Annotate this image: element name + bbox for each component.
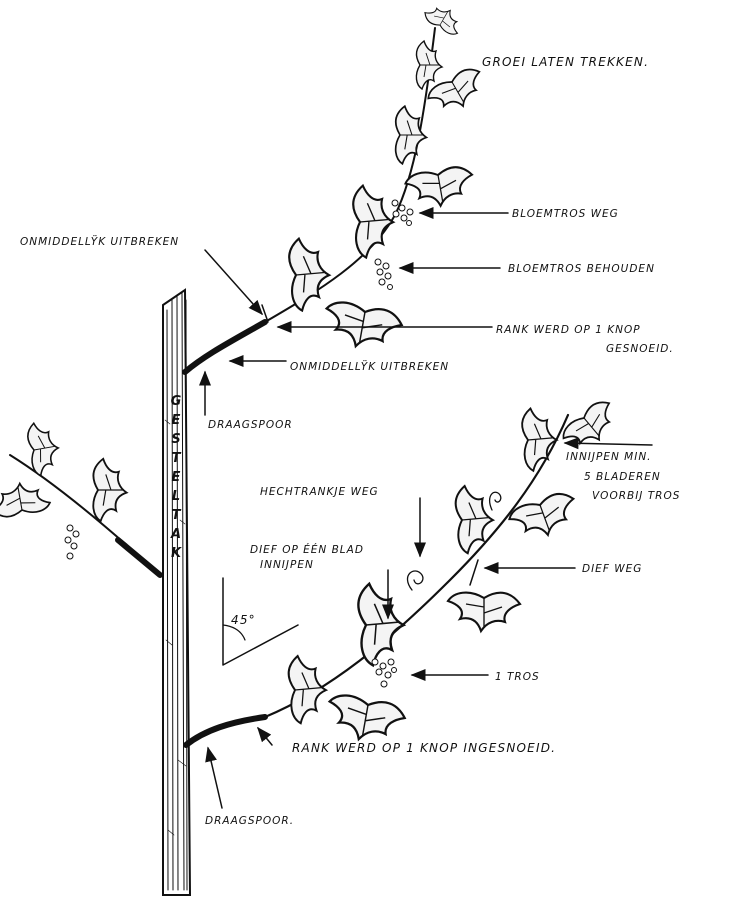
leaf-icon <box>351 183 396 258</box>
arrow-draagspoor-bottom <box>208 748 222 808</box>
label-rank-knop-2: GESNOEID. <box>606 343 674 355</box>
leaf-icon <box>422 0 466 37</box>
lower-shoot <box>186 396 623 746</box>
grape-cluster-icon <box>65 525 79 559</box>
label-draagspoor-bottom: DRAAGSPOOR. <box>205 815 294 827</box>
label-dief-blad-1: DIEF OP ÉÉN BLAD <box>250 543 364 556</box>
arrow-rank-ingesnoeid <box>258 728 272 745</box>
label-een-tros: 1 TROS <box>495 671 540 683</box>
label-rank-knop-1: RANK WERD OP 1 KNOP <box>496 324 641 336</box>
angle-label: 45° <box>231 613 256 627</box>
annotation-arrows <box>205 213 652 808</box>
angle-indicator: 45° <box>223 578 298 665</box>
leaf-icon <box>356 581 407 666</box>
label-innijpen-2: 5 BLADEREN <box>584 471 661 483</box>
grape-cluster-icon <box>375 259 393 290</box>
left-branch <box>0 420 160 575</box>
leaf-icon <box>507 489 582 546</box>
tendril-icon <box>490 492 501 510</box>
label-onmiddellijk-top: ONMIDDELLŸK UITBREKEN <box>20 235 179 248</box>
upper-shoot <box>185 0 490 372</box>
tendril-icon <box>407 571 422 590</box>
trunk-label-letter: L <box>172 489 180 504</box>
label-dief-weg: DIEF WEG <box>582 563 642 575</box>
grape-cluster-icon <box>372 659 397 687</box>
leaf-icon <box>404 164 476 211</box>
label-innijpen-3: VOORBIJ TROS <box>592 490 680 502</box>
leaf-icon <box>324 693 407 747</box>
label-innijpen-1: INNIJPEN MIN. <box>566 451 652 463</box>
trunk-label-letter: E <box>172 470 181 485</box>
label-bloemtros-weg: BLOEMTROS WEG <box>512 208 619 220</box>
label-dief-blad-2: INNIJPEN <box>260 559 314 571</box>
leaf-icon <box>396 106 427 164</box>
label-draagspoor-top: DRAAGSPOOR <box>208 419 293 431</box>
arrow-onmiddellijk-top <box>205 250 262 314</box>
leaf-icon <box>521 406 560 471</box>
label-onmiddellijk-mid: ONMIDDELLŸK UITBREKEN <box>290 360 449 373</box>
trunk-label-letter: S <box>171 432 180 447</box>
leaf-icon <box>448 593 520 631</box>
trunk-label-letter: T <box>172 451 182 466</box>
label-rank-ingesnoeid: RANK WERD OP 1 KNOP INGESNOEID. <box>292 741 556 755</box>
label-groei: GROEI LATEN TREKKEN. <box>482 55 649 69</box>
leaf-icon <box>287 236 332 311</box>
leaf-icon <box>93 459 126 521</box>
trunk-label-letter: K <box>171 546 182 561</box>
leaf-icon <box>559 396 623 457</box>
grape-cluster-icon <box>392 200 413 226</box>
leaf-icon <box>287 654 329 724</box>
label-bloemtros-behouden: BLOEMTROS BEHOUDEN <box>508 263 655 275</box>
trunk-label-letter: T <box>172 508 182 523</box>
arrow-innijpen <box>565 443 652 445</box>
trunk-label-letter: A <box>170 527 181 542</box>
trunk-label-letter: E <box>172 413 181 428</box>
trunk-label-letter: G <box>171 394 182 409</box>
trunk <box>163 290 190 895</box>
leaf-icon <box>416 41 442 89</box>
label-hechtrankje: HECHTRANKJE WEG <box>260 486 379 498</box>
leaf-icon <box>0 479 51 519</box>
leaf-icon <box>454 484 496 554</box>
